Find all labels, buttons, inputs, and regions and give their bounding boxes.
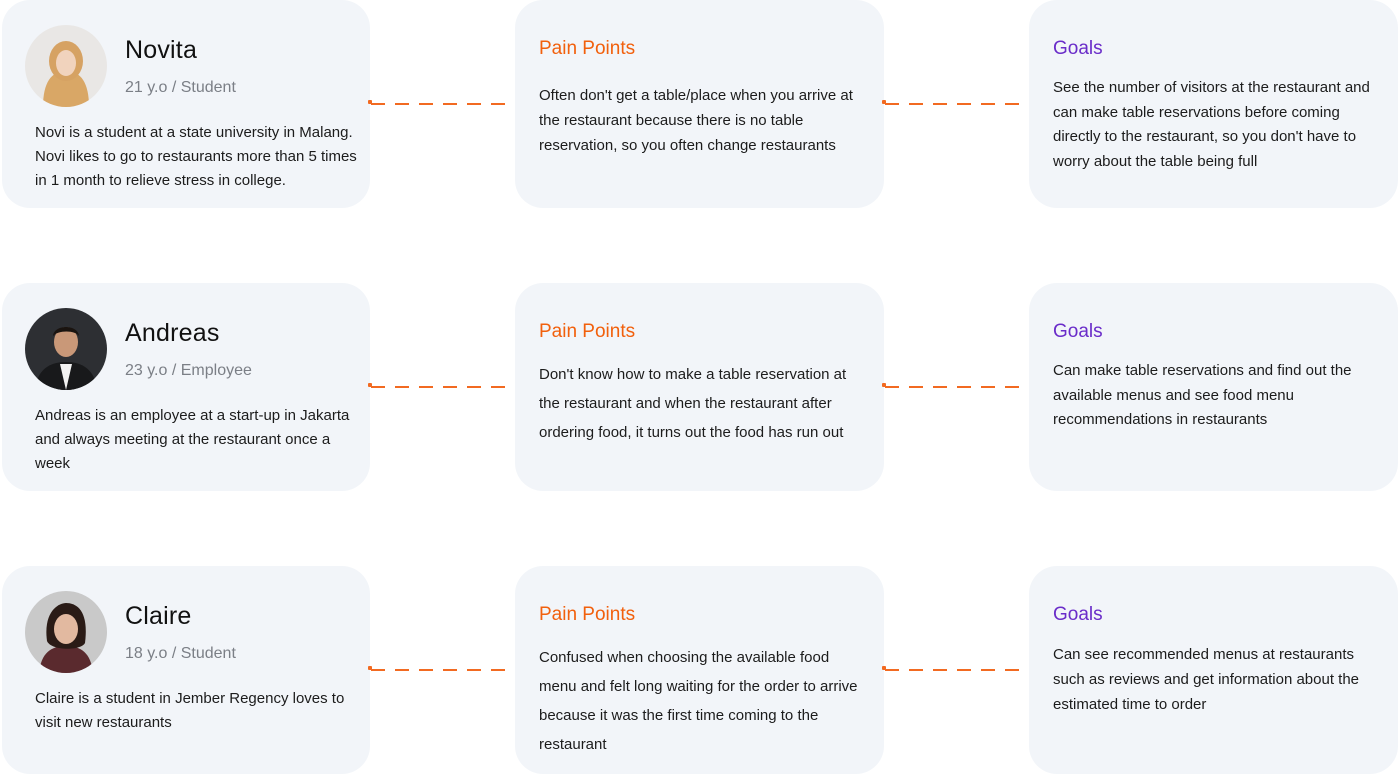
pain-points-text: Often don't get a table/place when you a… <box>539 87 853 154</box>
avatar-andreas-image <box>25 308 107 390</box>
persona-bio: Claire is a student in Jember Regency lo… <box>35 690 345 731</box>
goals-text: See the number of visitors at the restau… <box>1053 79 1370 170</box>
goals-card-andreas: Goals Can make table reservations and fi… <box>1029 283 1398 491</box>
connector-dot <box>368 666 372 670</box>
persona-card-claire: Claire 18 y.o / Student Claire is a stud… <box>2 566 370 774</box>
connector-dot <box>368 383 372 387</box>
persona-name: Novita <box>125 36 198 64</box>
pain-points-card-andreas: Pain Points Don't know how to make a tab… <box>515 283 884 491</box>
connector-line <box>885 669 1025 671</box>
persona-name: Claire <box>125 602 192 630</box>
pain-points-card-claire: Pain Points Confused when choosing the a… <box>515 566 884 774</box>
persona-age-occupation: 18 y.o / Student <box>125 645 236 662</box>
connector-dot <box>882 100 886 104</box>
avatar <box>25 591 107 673</box>
pain-points-card-novita: Pain Points Often don't get a table/plac… <box>515 0 884 208</box>
pain-points-title: Pain Points <box>539 321 636 342</box>
avatar-novita-image <box>25 25 107 107</box>
connector-line <box>885 103 1025 105</box>
persona-bio: Andreas is an employee at a start-up in … <box>35 407 350 472</box>
connector-dot <box>368 100 372 104</box>
connector-dot <box>882 666 886 670</box>
connector-line <box>371 103 511 105</box>
pain-points-text: Confused when choosing the available foo… <box>539 649 858 753</box>
persona-name: Andreas <box>125 319 220 347</box>
avatar-claire-image <box>25 591 107 673</box>
goals-title: Goals <box>1053 321 1103 342</box>
avatar <box>25 308 107 390</box>
connector-line <box>371 386 511 388</box>
connector-line <box>371 669 511 671</box>
connector-dot <box>882 383 886 387</box>
goals-title: Goals <box>1053 38 1103 59</box>
persona-age-occupation: 21 y.o / Student <box>125 79 236 96</box>
goals-title: Goals <box>1053 604 1103 625</box>
pain-points-text: Don't know how to make a table reservati… <box>539 366 847 441</box>
persona-age-occupation: 23 y.o / Employee <box>125 362 252 379</box>
avatar <box>25 25 107 107</box>
persona-card-andreas: Andreas 23 y.o / Employee Andreas is an … <box>2 283 370 491</box>
persona-card-novita: Novita 21 y.o / Student Novi is a studen… <box>2 0 370 208</box>
goals-card-novita: Goals See the number of visitors at the … <box>1029 0 1398 208</box>
goals-text: Can make table reservations and find out… <box>1053 362 1352 428</box>
pain-points-title: Pain Points <box>539 604 636 625</box>
persona-bio: Novi is a student at a state university … <box>35 124 357 189</box>
goals-card-claire: Goals Can see recommended menus at resta… <box>1029 566 1398 774</box>
pain-points-title: Pain Points <box>539 38 636 59</box>
goals-text: Can see recommended menus at restaurants… <box>1053 646 1360 713</box>
connector-line <box>885 386 1025 388</box>
